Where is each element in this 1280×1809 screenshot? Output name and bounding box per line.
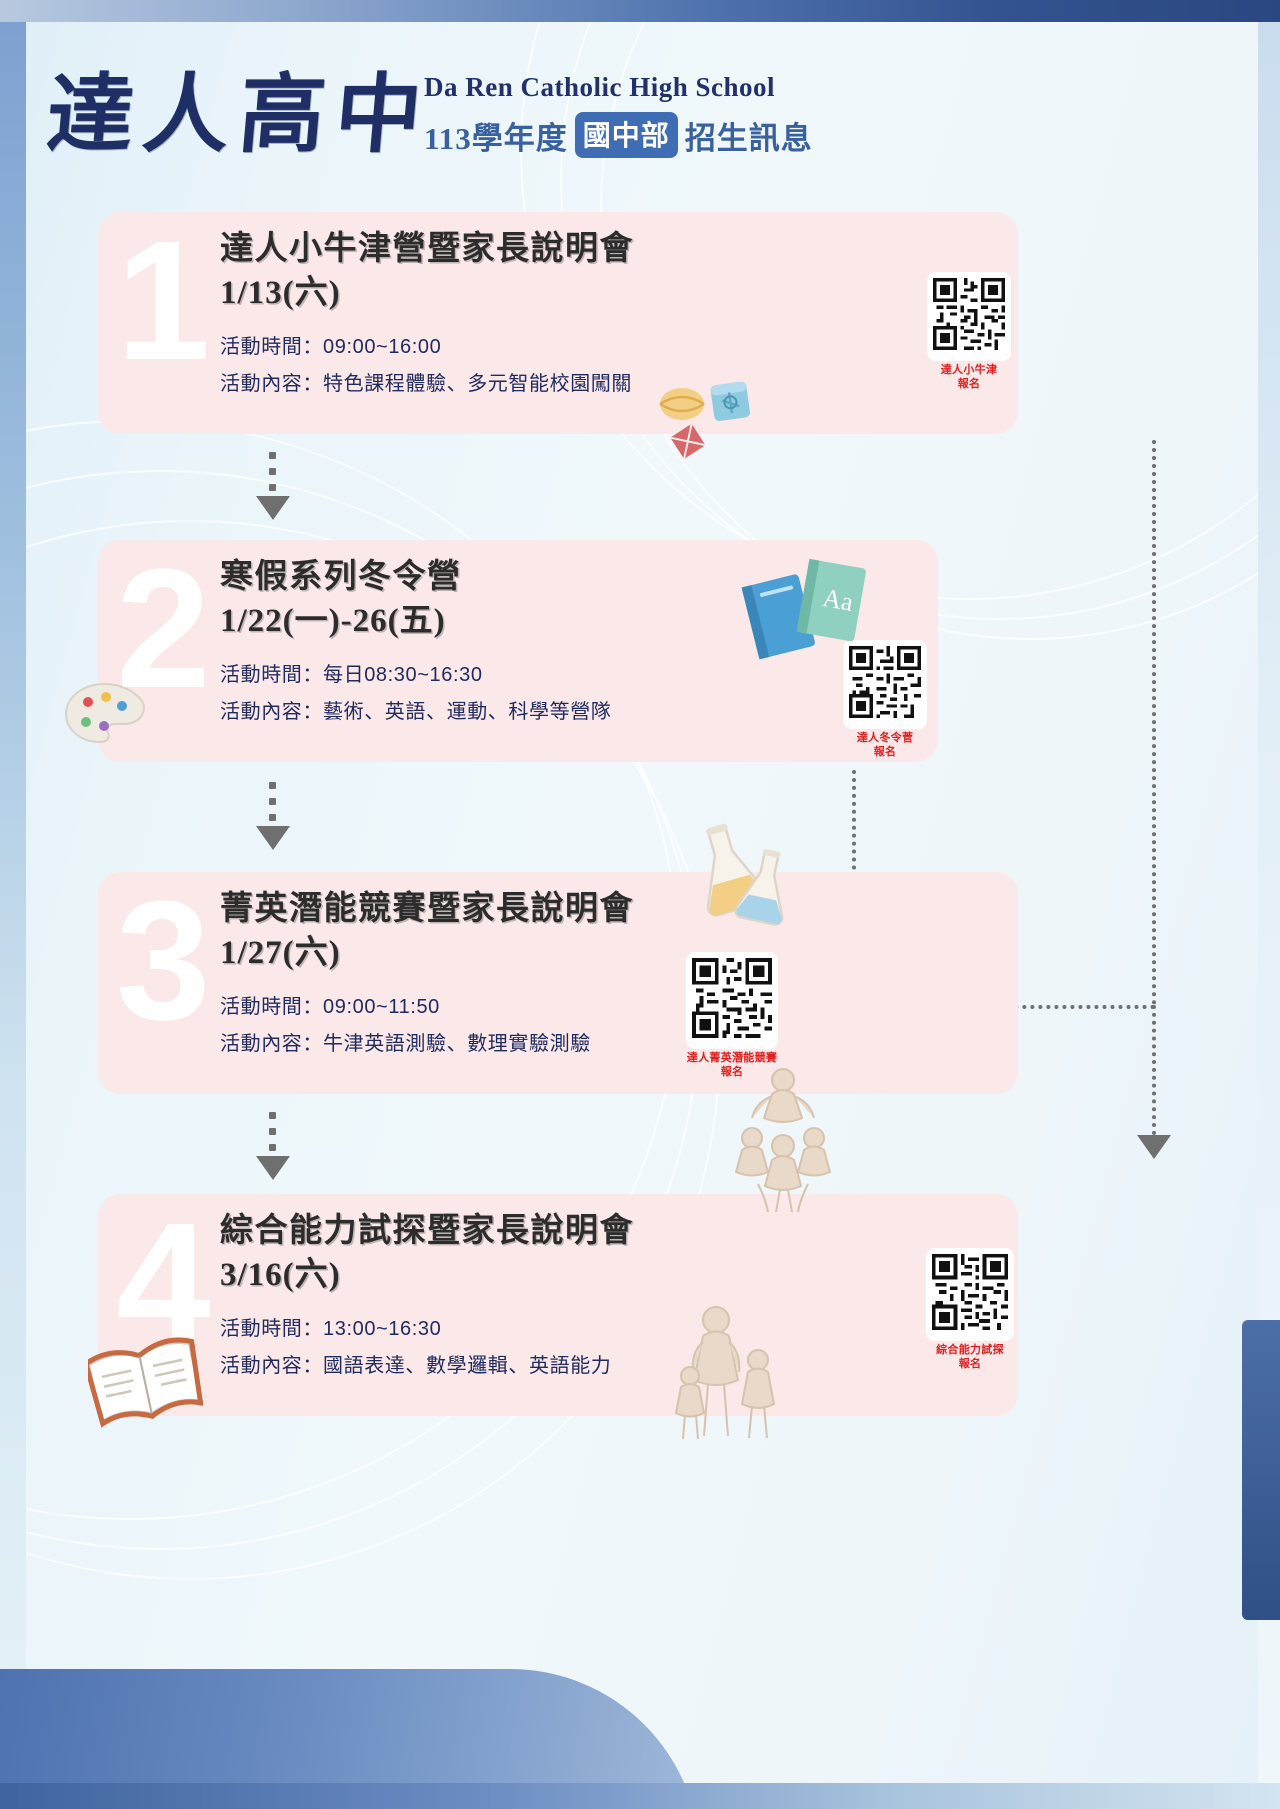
qr-caption-3: 達人菁英潛能競賽 報名 bbox=[652, 1052, 812, 1080]
event-date-3: 1/27(六) bbox=[220, 935, 341, 972]
qr-code-4[interactable] bbox=[926, 1248, 1014, 1341]
header-subtitle-row: 113學年度 國中部 招生訊息 bbox=[424, 112, 813, 158]
connector-arrow-right bbox=[1137, 1135, 1171, 1159]
academic-year: 113學年度 bbox=[424, 120, 568, 156]
qr-caption-1: 達人小牛津 報名 bbox=[894, 364, 1044, 392]
event-date-2: 1/22(一)-26(五) bbox=[220, 603, 446, 640]
qr-code-2[interactable] bbox=[843, 640, 927, 729]
qr-code-3[interactable] bbox=[686, 952, 778, 1049]
qr-code-1[interactable] bbox=[927, 272, 1011, 361]
qr-caption-2-line2: 報名 bbox=[873, 745, 897, 758]
connector-arrow-1 bbox=[256, 496, 290, 520]
qr-caption-3-line1: 達人菁英潛能競賽 bbox=[686, 1052, 778, 1064]
school-name-english: Da Ren Catholic High School bbox=[424, 72, 776, 102]
connector-vline-right-c bbox=[1152, 1005, 1156, 1135]
event-date-1: 1/13(六) bbox=[220, 275, 341, 312]
qr-block-3[interactable]: 達人菁英潛能競賽 報名 bbox=[652, 952, 812, 1080]
event-title-4: 綜合能力試探暨家長說明會 bbox=[220, 1213, 634, 1249]
event-time-4: 活動時間：13:00~16:30 bbox=[220, 1318, 442, 1341]
event-number-2: 2 bbox=[116, 534, 211, 724]
event-body-3: 菁英潛能競賽暨家長說明會 1/27(六) 活動時間：09:00~11:50 活動… bbox=[220, 888, 634, 1062]
event-title-1: 達人小牛津營暨家長說明會 bbox=[220, 231, 634, 267]
event-title-2: 寒假系列冬令營 bbox=[220, 559, 462, 595]
event-card-1[interactable]: 1 達人小牛津營暨家長說明會 1/13(六) 活動時間：09:00~16:00 … bbox=[98, 212, 1018, 434]
event-time-3: 活動時間：09:00~11:50 bbox=[220, 996, 440, 1019]
qr-caption-1-line2: 報名 bbox=[957, 377, 981, 390]
header-tail-label: 招生訊息 bbox=[684, 120, 813, 156]
connector-arrow-2 bbox=[256, 826, 290, 850]
bg-bottom bbox=[0, 1669, 1280, 1809]
event-title-3: 菁英潛能競賽暨家長說明會 bbox=[220, 891, 634, 927]
event-card-3[interactable]: 3 菁英潛能競賽暨家長說明會 1/27(六) 活動時間：09:00~11:50 … bbox=[98, 872, 1018, 1094]
poster-header: 達人高中 Da Ren Catholic High School 113學年度 … bbox=[0, 22, 1280, 192]
connector-vline-right-b bbox=[1152, 440, 1156, 1005]
event-body-2: 寒假系列冬令營 1/22(一)-26(五) 活動時間：每日08:30~16:30… bbox=[220, 556, 611, 730]
event-time-2: 活動時間：每日08:30~16:30 bbox=[220, 664, 483, 687]
bg-right-accent-block bbox=[1242, 1320, 1280, 1620]
qr-caption-1-line1: 達人小牛津 bbox=[940, 364, 998, 376]
qr-block-4[interactable]: 綜合能力試探 報名 bbox=[890, 1248, 1050, 1372]
qr-caption-2-line1: 達人冬令菅 bbox=[856, 732, 914, 744]
qr-caption-3-line2: 報名 bbox=[720, 1065, 744, 1078]
event-number-1: 1 bbox=[116, 206, 211, 396]
qr-block-1[interactable]: 達人小牛津 報名 bbox=[894, 272, 1044, 392]
connector-dots-1 bbox=[269, 452, 276, 500]
qr-caption-2: 達人冬令菅 報名 bbox=[810, 732, 960, 760]
bg-left-edge bbox=[0, 0, 26, 1809]
qr-image-2 bbox=[849, 646, 921, 718]
event-date-4: 3/16(六) bbox=[220, 1257, 341, 1294]
connector-dots-3 bbox=[269, 1112, 276, 1160]
event-content-2: 活動內容：藝術、英語、運動、科學等營隊 bbox=[220, 701, 612, 724]
qr-image-4 bbox=[932, 1254, 1008, 1330]
bg-bottom-strip bbox=[0, 1783, 1280, 1809]
event-content-1: 活動內容：特色課程體驗、多元智能校園闖關 bbox=[220, 373, 632, 396]
connector-arrow-3 bbox=[256, 1156, 290, 1180]
event-number-3: 3 bbox=[116, 866, 211, 1056]
event-body-1: 達人小牛津營暨家長說明會 1/13(六) 活動時間：09:00~16:00 活動… bbox=[220, 228, 634, 402]
event-time-1: 活動時間：09:00~16:00 bbox=[220, 336, 442, 359]
qr-caption-4-line1: 綜合能力試探 bbox=[936, 1344, 1004, 1356]
event-number-4: 4 bbox=[116, 1188, 211, 1378]
event-body-4: 綜合能力試探暨家長說明會 3/16(六) 活動時間：13:00~16:30 活動… bbox=[220, 1210, 634, 1384]
qr-caption-4: 綜合能力試探 報名 bbox=[890, 1344, 1050, 1372]
top-gradient-bar bbox=[0, 0, 1280, 22]
connector-dots-2 bbox=[269, 782, 276, 830]
qr-block-2[interactable]: 達人冬令菅 報名 bbox=[810, 640, 960, 760]
school-logo-chinese: 達人高中 bbox=[43, 67, 436, 163]
event-content-3: 活動內容：牛津英語測驗、數理實驗測驗 bbox=[220, 1033, 591, 1056]
qr-caption-4-line2: 報名 bbox=[958, 1357, 982, 1370]
division-badge: 國中部 bbox=[574, 112, 678, 158]
qr-image-1 bbox=[933, 278, 1005, 350]
event-content-4: 活動內容：國語表達、數學邏輯、英語能力 bbox=[220, 1355, 612, 1378]
qr-image-3 bbox=[692, 958, 772, 1038]
event-card-4[interactable]: 4 綜合能力試探暨家長說明會 3/16(六) 活動時間：13:00~16:30 … bbox=[98, 1194, 1018, 1416]
